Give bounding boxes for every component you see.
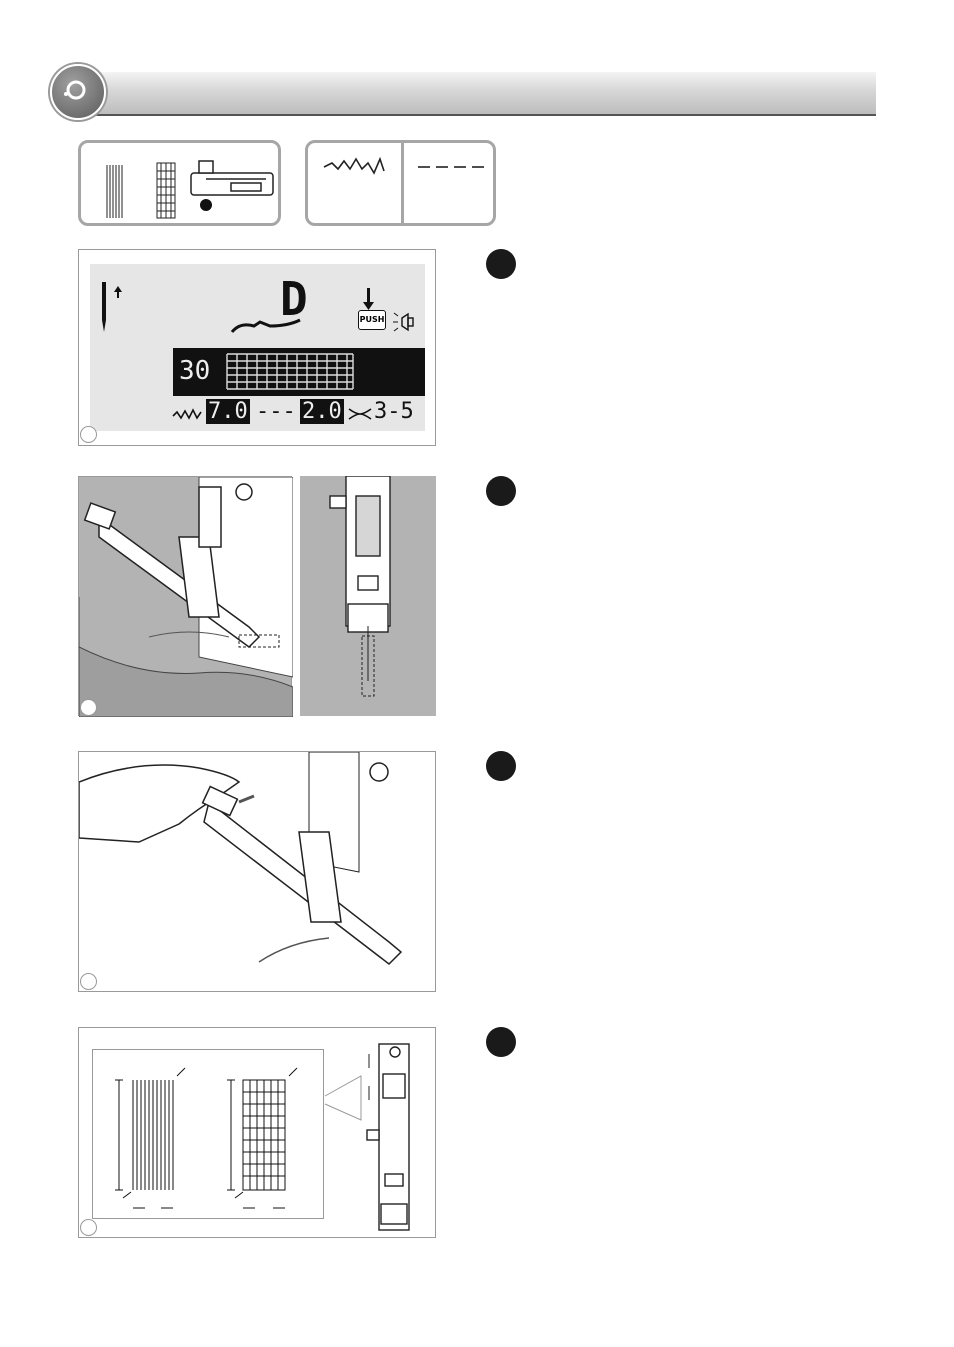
zigzag-width-icon [324, 159, 384, 173]
step-4-dot [486, 1027, 516, 1057]
pattern-band: 30 [173, 348, 425, 396]
lcd-screen: D PUSH 30 [90, 264, 425, 431]
stitch-diagram-box [92, 1049, 324, 1219]
darning-diagram [227, 1068, 297, 1208]
buttonhole-foot-icon [191, 161, 273, 195]
foot-top-view-illustration [300, 476, 436, 716]
hand-adjust-illustration [79, 752, 435, 991]
length-value: 2.0 [300, 400, 344, 424]
darning-stitch-icon [157, 163, 175, 218]
figure-index-circle-2 [80, 699, 97, 716]
darning-pattern-icon [225, 351, 355, 393]
speaker-icon [392, 310, 418, 334]
pattern-box [78, 140, 281, 226]
figure-index-circle-4 [80, 1219, 97, 1236]
step-3-dot [486, 751, 516, 781]
bartack-stitch-icon [107, 165, 122, 218]
tension-value: 3-5 [374, 400, 414, 424]
length-dashes: --- [256, 400, 296, 424]
pattern-number: 30 [179, 356, 210, 386]
bartack-diagram [115, 1068, 185, 1208]
foot-on-fabric-illustration [78, 476, 292, 716]
dot-icon [200, 199, 212, 211]
tension-icon [348, 406, 372, 422]
figure-index-circle-3 [80, 973, 97, 990]
width-icon [172, 406, 202, 422]
width-value: 7.0 [206, 400, 250, 424]
presser-foot-icon [230, 316, 310, 336]
step-2-dot [486, 476, 516, 506]
adjust-foot-panel [78, 751, 436, 992]
presser-foot-circle-icon [50, 64, 106, 120]
settings-box [305, 140, 496, 226]
figure-index-circle [80, 426, 97, 443]
needle-up-icon [96, 280, 126, 340]
stitch-length-panel [78, 1027, 436, 1238]
push-label: PUSH [358, 310, 386, 330]
section-header-bar [68, 72, 876, 116]
foot-scale-illustration [315, 1034, 435, 1234]
lcd-panel: D PUSH 30 [78, 249, 436, 446]
step-1-dot [486, 249, 516, 279]
